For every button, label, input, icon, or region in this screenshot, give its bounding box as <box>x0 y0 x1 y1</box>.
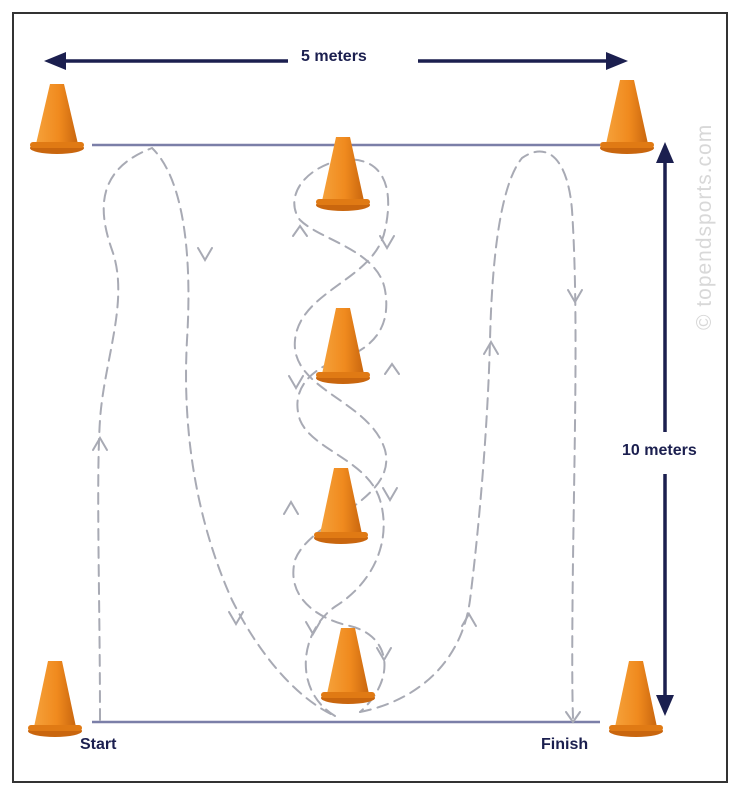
height-dimension-arrow <box>656 142 674 716</box>
cone-top-right-corner <box>600 80 654 154</box>
cone-top-center <box>316 137 370 211</box>
width-dimension-label: 5 meters <box>295 48 373 66</box>
path-direction-chevrons <box>92 224 583 724</box>
cone-weave-1 <box>316 308 370 384</box>
cone-bottom-right-corner <box>609 661 663 737</box>
watermark-text: © topendsports.com <box>693 123 716 330</box>
finish-label: Finish <box>541 736 589 753</box>
cone-weave-2 <box>314 468 368 544</box>
height-dimension-label: 10 meters <box>622 440 697 462</box>
cone-bottom-left-corner <box>28 661 82 737</box>
width-dimension-arrow <box>44 52 628 70</box>
cone-bottom-center <box>321 628 375 704</box>
running-path <box>97 146 577 721</box>
cone-top-left-corner <box>30 84 84 154</box>
start-label: Start <box>80 736 117 753</box>
